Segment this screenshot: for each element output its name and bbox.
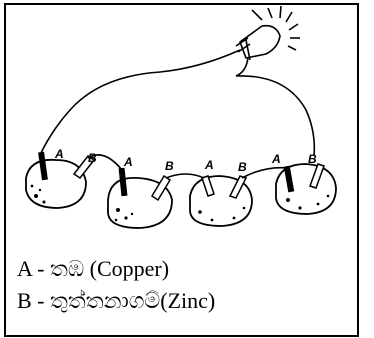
connecting-wires bbox=[87, 154, 289, 179]
electrode-label-8: B bbox=[308, 152, 317, 166]
copper-electrode-4 bbox=[283, 165, 295, 193]
legend-zinc: B - තුත්තනාගම්(Zinc) bbox=[17, 288, 216, 313]
copper-electrode-3 bbox=[201, 175, 215, 197]
copper-electrode-2 bbox=[118, 167, 128, 197]
copper-electrode-1 bbox=[38, 151, 48, 181]
electrode-label-6: B bbox=[238, 160, 247, 174]
zinc-electrode-1 bbox=[72, 154, 96, 180]
electrode-label-5: A bbox=[204, 158, 214, 172]
electrode-label-3: A bbox=[123, 155, 133, 169]
legend-copper: A - තඹ (Copper) bbox=[17, 256, 170, 281]
led-wires bbox=[39, 49, 316, 157]
zinc-electrode-4 bbox=[309, 163, 325, 189]
zinc-electrode-3 bbox=[228, 175, 248, 199]
electrode-label-2: B bbox=[88, 151, 97, 165]
led-bulb-icon bbox=[235, 5, 300, 61]
electrode-label-7: A bbox=[271, 152, 281, 166]
electrode-label-1: A bbox=[54, 147, 64, 161]
zinc-electrode-2 bbox=[150, 174, 172, 202]
electrode-label-4: B bbox=[165, 159, 174, 173]
potato-1 bbox=[25, 158, 87, 209]
